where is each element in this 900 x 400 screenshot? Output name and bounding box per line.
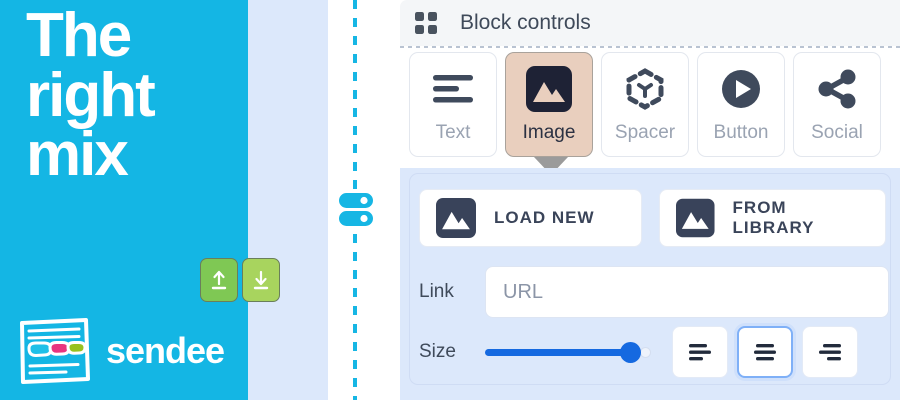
share-icon: [815, 66, 859, 112]
headline-line-3: mix: [26, 120, 129, 190]
newsletter-sketch-icon: [20, 318, 90, 384]
brand-name: sendee: [106, 330, 225, 371]
tab-spacer-label: Spacer: [614, 121, 676, 143]
image-block-preview[interactable]: The right mix sendee: [0, 0, 248, 400]
settings-inner-frame: [409, 173, 891, 385]
grid-2x2-icon: [415, 12, 437, 34]
tab-social-label: Social: [811, 121, 863, 143]
sliders-handle-icon: [339, 193, 373, 226]
tab-social[interactable]: Social: [793, 52, 881, 157]
image-icon: [436, 198, 476, 238]
size-slider-knob[interactable]: [619, 342, 641, 363]
spacer-hex-icon: [623, 66, 667, 112]
page-title: Block controls: [460, 11, 591, 34]
block-type-tabs: Text Image: [409, 52, 881, 157]
tab-image-label: Image: [522, 121, 576, 143]
alignment-button-group: [672, 326, 858, 378]
tab-spacer[interactable]: Spacer: [601, 52, 689, 157]
block-controls-header: Block controls: [400, 0, 900, 46]
divider-handle[interactable]: [336, 188, 376, 230]
move-block-down-button[interactable]: [242, 258, 280, 302]
move-block-up-button[interactable]: [200, 258, 238, 302]
size-slider-fill: [485, 349, 631, 356]
link-url-input[interactable]: [485, 266, 889, 318]
tab-text-label: Text: [435, 121, 471, 143]
tab-text[interactable]: Text: [409, 52, 497, 157]
from-library-button[interactable]: FROM LIBRARY: [659, 189, 886, 247]
size-slider-end-cap: [640, 347, 651, 358]
tab-button-label: Button: [713, 121, 769, 143]
block-controls-panel: Block controls Text: [400, 0, 900, 400]
size-label: Size: [419, 341, 456, 362]
image-settings-panel: LOAD NEW FROM LIBRARY Link Size: [400, 168, 900, 400]
link-label: Link: [419, 281, 454, 302]
tab-button[interactable]: Button: [697, 52, 785, 157]
align-left-button[interactable]: [672, 326, 728, 378]
load-new-label: LOAD NEW: [494, 208, 595, 227]
arrow-down-icon: [253, 270, 269, 290]
headline-text: The right mix: [26, 1, 256, 190]
align-center-button[interactable]: [737, 326, 793, 378]
email-preview-panel: The right mix sendee: [0, 0, 328, 400]
block-move-controls: [200, 258, 280, 302]
link-setting-row: Link: [419, 266, 889, 318]
arrow-up-icon: [211, 270, 227, 290]
align-right-button[interactable]: [802, 326, 858, 378]
image-source-buttons: LOAD NEW FROM LIBRARY: [419, 189, 886, 247]
headline-line-2: right: [26, 60, 156, 130]
align-left-icon: [689, 344, 711, 361]
image-icon: [526, 65, 572, 112]
header-divider: [400, 46, 900, 48]
align-right-icon: [819, 344, 841, 361]
headline-line-1: The: [26, 1, 132, 70]
text-lines-icon: [430, 66, 476, 112]
image-icon: [676, 198, 715, 238]
brand-lockup: sendee: [18, 315, 225, 387]
play-circle-icon: [719, 66, 763, 112]
align-center-icon: [754, 344, 776, 361]
tab-image[interactable]: Image: [505, 52, 593, 157]
load-new-button[interactable]: LOAD NEW: [419, 189, 642, 247]
size-setting-row: Size: [419, 326, 858, 378]
size-slider[interactable]: [485, 326, 655, 378]
from-library-label: FROM LIBRARY: [732, 198, 815, 237]
